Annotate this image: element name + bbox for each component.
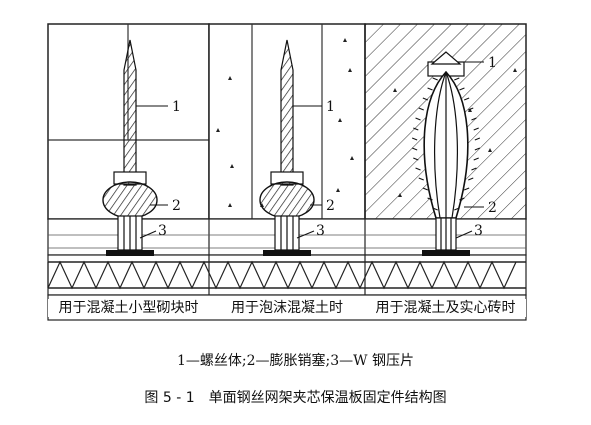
panel-3-caption: 用于混凝土及实心砖时 — [365, 299, 526, 317]
panel-2-callout-1: 1 — [326, 99, 335, 115]
panel-3-callout-1: 1 — [488, 55, 497, 71]
callout-numbers: 1 2 3 1 2 3 1 2 3 — [158, 55, 497, 239]
panel-3-callout-2: 2 — [488, 200, 497, 216]
fastener-panel-3 — [411, 51, 481, 256]
panel-2-callout-3: 3 — [316, 223, 325, 239]
panel-1-caption: 用于混凝土小型砌块时 — [48, 299, 209, 317]
figure-title: 图 5 - 1 单面钢丝网架夹芯保温板固定件结构图 — [144, 390, 447, 406]
fastener-panel-2 — [259, 39, 315, 256]
callout-leaders — [136, 61, 484, 239]
fastener-panel-1 — [102, 39, 158, 256]
panel-1-callout-1: 1 — [172, 99, 181, 115]
panel-2-caption: 用于泡沫混凝土时 — [209, 299, 365, 317]
panel-2-callout-2: 2 — [326, 198, 335, 214]
legend: 1—螺丝体;2—膨胀销塞;3—W 钢压片 — [177, 353, 414, 369]
panel-1-callout-2: 2 — [172, 198, 181, 214]
panel-1-callout-3: 3 — [158, 223, 167, 239]
panel-3-callout-3: 3 — [474, 223, 483, 239]
steel-wire-mesh — [47, 254, 527, 320]
